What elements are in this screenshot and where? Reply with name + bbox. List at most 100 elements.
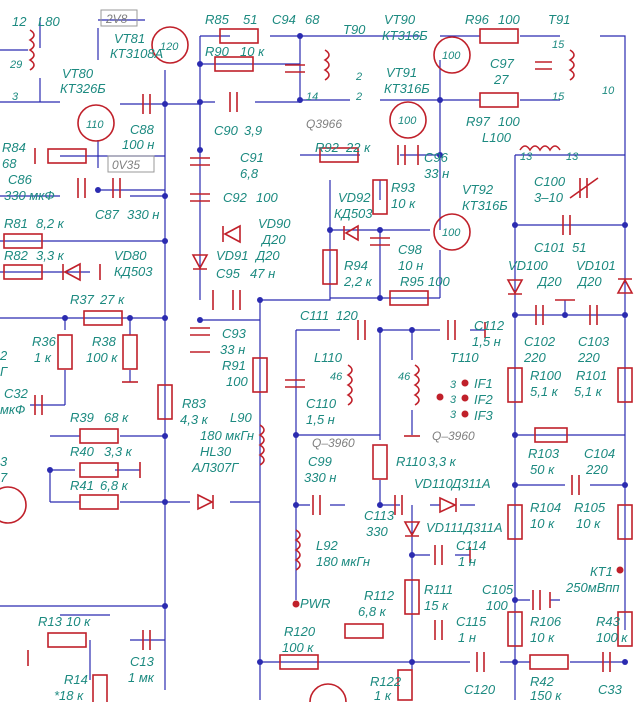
capacitor-c104 xyxy=(571,475,580,495)
label-r42: R42 xyxy=(530,674,555,689)
capacitor-c95 xyxy=(232,290,241,310)
diode-vd91 xyxy=(191,254,209,270)
label-fragment-3: 3 xyxy=(0,454,8,469)
pin-kt1 xyxy=(616,566,624,574)
label-r112-value: 6,8 к xyxy=(358,604,387,619)
label-0v35: 0V35 xyxy=(112,158,140,172)
capacitor-c110 xyxy=(285,379,305,388)
capacitor-c96 xyxy=(397,145,406,165)
diode-hl30 xyxy=(197,493,214,511)
label-c102-value: 220 xyxy=(523,350,546,365)
label-r94-value: 2,2 к xyxy=(343,274,373,289)
resistor-r90 xyxy=(214,56,254,72)
resistor-r111 xyxy=(404,579,420,615)
label-vt90: VT90 xyxy=(384,12,416,27)
label-r96-value: 100 xyxy=(498,12,520,27)
label-c88: C88 xyxy=(130,122,155,137)
inductor-l90 xyxy=(258,424,265,466)
capacitor-c33 xyxy=(602,652,611,672)
label-r110-value: 3,3 к xyxy=(428,454,457,469)
capacitor-c102 xyxy=(535,305,544,325)
label-l80: L80 xyxy=(38,14,60,29)
label-vd80-type: КД503 xyxy=(114,264,153,279)
diode-vd90 xyxy=(222,224,241,244)
transistor-left-edge xyxy=(0,486,27,524)
label-pin-3c: 3 xyxy=(450,409,457,421)
label-r120: R120 xyxy=(284,624,316,639)
capacitor-c98 xyxy=(370,237,390,246)
label-c120: C120 xyxy=(464,682,496,697)
transistor-vt81 xyxy=(151,26,189,64)
label-c103-value: 220 xyxy=(577,350,600,365)
label-r14: R14 xyxy=(64,672,88,687)
label-r39-value: 68 к xyxy=(104,410,129,425)
label-c32: C32 xyxy=(4,386,29,401)
label-r36: R36 xyxy=(32,334,57,349)
label-c96-value: 33 н xyxy=(424,166,449,181)
label-pwr: PWR xyxy=(300,596,330,611)
label-pin-46a: 46 xyxy=(330,371,343,383)
label-r110: R110 xyxy=(396,454,427,469)
label-vt91: VT91 xyxy=(386,65,417,80)
label-vd110-type: Д311А xyxy=(450,476,491,491)
label-fragment-2: 2 xyxy=(0,348,8,363)
label-r91-value: 100 xyxy=(226,374,248,389)
label-vt81-type: КТ3108А xyxy=(110,46,163,61)
pin-if1 xyxy=(461,379,469,387)
label-pin-3b: 3 xyxy=(450,394,457,406)
capacitor-c94 xyxy=(285,64,305,73)
label-vt91-type: КТ316Б xyxy=(384,81,430,96)
resistor-r104 xyxy=(507,504,523,540)
label-c87: C87 xyxy=(95,207,120,222)
label-c91-value: 6,8 xyxy=(240,166,259,181)
pin-if3 xyxy=(461,410,469,418)
resistor-r43 xyxy=(617,611,633,647)
label-c95: C95 xyxy=(216,266,241,281)
label-vt81: VT81 xyxy=(114,31,145,46)
inductor-l110 xyxy=(346,364,353,406)
label-c100: C100 xyxy=(534,174,566,189)
label-c105: C105 xyxy=(482,582,514,597)
resistor-r41 xyxy=(79,494,119,510)
label-r83-value: 4,3 к xyxy=(180,412,209,427)
label-r90: R90 xyxy=(205,44,230,59)
label-pin-15a: 15 xyxy=(552,39,565,51)
label-pin-29: 29 xyxy=(9,59,22,71)
label-r120-value: 100 к xyxy=(282,640,314,655)
label-r84-value: 68 xyxy=(2,156,17,171)
label-c114-value: 1 н xyxy=(458,554,476,569)
diode-vd111 xyxy=(403,521,421,537)
capacitor-c92 xyxy=(190,193,210,202)
label-r91: R91 xyxy=(222,358,246,373)
resistor-r42 xyxy=(529,654,569,670)
inductor-t91 xyxy=(568,49,575,81)
pin-l110-tap xyxy=(436,393,444,401)
label-c100-value: 3–10 xyxy=(534,190,564,205)
label-vt92: VT92 xyxy=(462,182,494,197)
label-r92: R92 xyxy=(315,140,340,155)
label-c97: C97 xyxy=(490,56,515,71)
resistor-r91 xyxy=(252,357,268,393)
label-r13-value: 10 к xyxy=(66,614,91,629)
label-c105-value: 100 xyxy=(486,598,508,613)
label-c94: C94 xyxy=(272,12,296,27)
label-r92-value: 22 к xyxy=(345,140,371,155)
label-c86-value: 330 мкФ xyxy=(4,188,55,203)
resistor-r110 xyxy=(372,444,388,480)
resistor-r84 xyxy=(47,148,87,164)
label-r93-value: 10 к xyxy=(391,196,416,211)
label-r100: R100 xyxy=(530,368,562,383)
label-vt90-code: 100 xyxy=(442,50,461,62)
label-c93: C93 xyxy=(222,326,247,341)
label-r100-value: 5,1 к xyxy=(530,384,559,399)
label-r41: R41 xyxy=(70,478,94,493)
diode-vd80 xyxy=(62,262,81,282)
label-r105-value: 10 к xyxy=(576,516,601,531)
transistor-vt91 xyxy=(389,101,427,139)
label-r112: R112 xyxy=(364,588,395,603)
label-r93: R93 xyxy=(391,180,416,195)
label-c104: C104 xyxy=(584,446,615,461)
diode-vd92 xyxy=(343,224,359,242)
capacitor-c99 xyxy=(312,495,321,515)
